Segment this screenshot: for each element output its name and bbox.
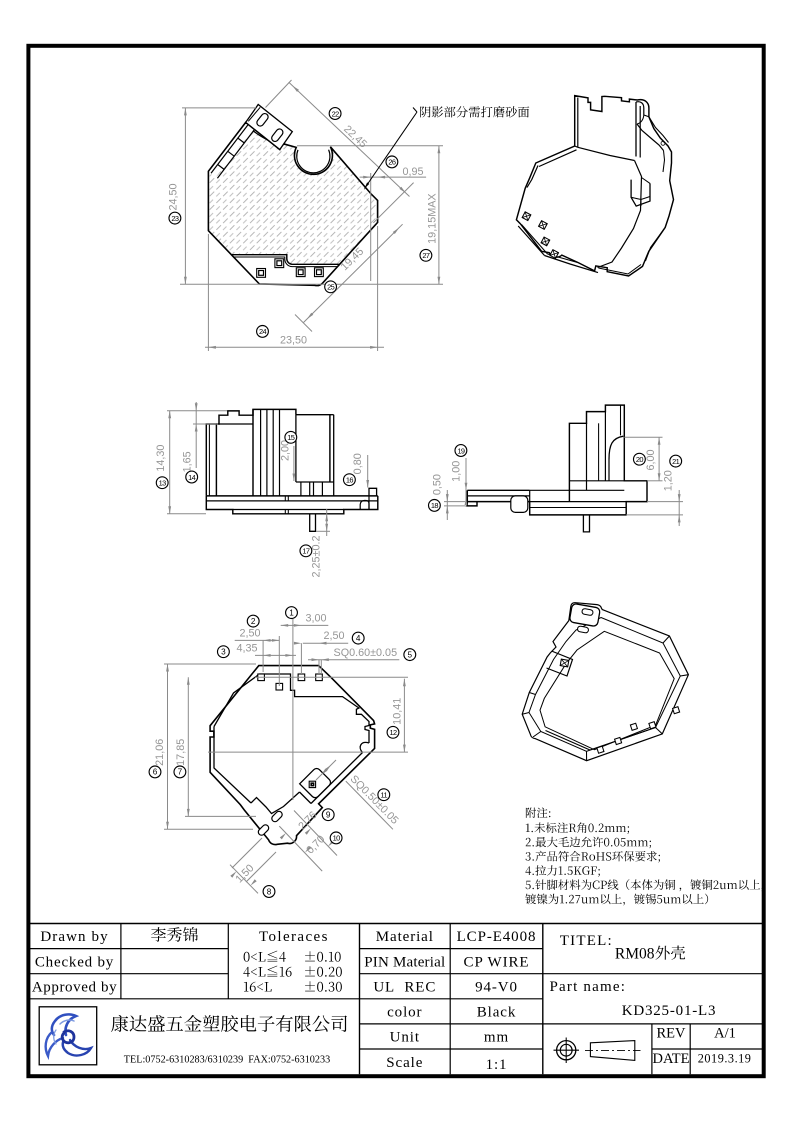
svg-text:Scale: Scale bbox=[386, 1055, 423, 1071]
svg-text:1,65: 1,65 bbox=[181, 451, 193, 472]
svg-text:LCP-E4008: LCP-E4008 bbox=[457, 929, 537, 945]
svg-text:21: 21 bbox=[672, 457, 680, 466]
svg-text:24,50: 24,50 bbox=[168, 183, 180, 210]
svg-text:23,50: 23,50 bbox=[280, 335, 307, 347]
svg-text:23: 23 bbox=[171, 214, 179, 223]
svg-text:2,25±0.2: 2,25±0.2 bbox=[311, 536, 323, 578]
svg-text:TEL:0752-6310283/6310239 FAX:: TEL:0752-6310283/6310239 FAX:0752-631023… bbox=[124, 1055, 330, 1066]
svg-text:2019.3.19: 2019.3.19 bbox=[698, 1051, 752, 1065]
svg-text:Part name:: Part name: bbox=[550, 979, 627, 995]
svg-text:2,50: 2,50 bbox=[239, 628, 260, 640]
svg-text:0,50: 0,50 bbox=[432, 474, 444, 495]
svg-text:16: 16 bbox=[346, 476, 354, 485]
svg-text:19,15MAX: 19,15MAX bbox=[426, 193, 438, 243]
svg-text:3: 3 bbox=[221, 648, 226, 657]
svg-text:1:1: 1:1 bbox=[486, 1057, 508, 1073]
svg-text:Unit: Unit bbox=[390, 1030, 420, 1046]
svg-text:PIN Material: PIN Material bbox=[364, 954, 445, 970]
svg-text:19: 19 bbox=[457, 446, 465, 455]
svg-text:Material: Material bbox=[376, 929, 434, 945]
svg-text:20: 20 bbox=[636, 455, 644, 464]
svg-text:TITEL:: TITEL: bbox=[560, 933, 613, 949]
svg-text:CP WIRE: CP WIRE bbox=[464, 954, 530, 970]
svg-text:21,06: 21,06 bbox=[154, 739, 166, 766]
svg-text:3,00: 3,00 bbox=[305, 613, 326, 625]
svg-text:REV: REV bbox=[657, 1025, 687, 1041]
svg-text:1,00: 1,00 bbox=[451, 461, 463, 482]
svg-text:6: 6 bbox=[153, 768, 158, 777]
svg-text:2: 2 bbox=[251, 617, 256, 626]
svg-text:10,41: 10,41 bbox=[392, 698, 404, 725]
svg-text:0,80: 0,80 bbox=[352, 453, 364, 474]
svg-text:17,85: 17,85 bbox=[175, 739, 187, 766]
svg-text:5: 5 bbox=[408, 650, 413, 659]
svg-text:0,95: 0,95 bbox=[402, 166, 423, 178]
svg-text:7: 7 bbox=[178, 768, 183, 777]
svg-text:14,30: 14,30 bbox=[155, 445, 167, 472]
svg-text:17: 17 bbox=[302, 547, 310, 556]
svg-text:15: 15 bbox=[287, 433, 295, 442]
svg-text:RM08: RM08 bbox=[615, 946, 655, 963]
svg-text:SQ0.60±0.05: SQ0.60±0.05 bbox=[334, 647, 398, 659]
svg-text:8: 8 bbox=[267, 887, 272, 896]
svg-text:12: 12 bbox=[389, 728, 397, 737]
svg-text:Toleraces: Toleraces bbox=[259, 929, 329, 945]
svg-text:4,35: 4,35 bbox=[236, 643, 257, 655]
svg-text:94-V0: 94-V0 bbox=[475, 980, 518, 996]
svg-text:2,00: 2,00 bbox=[280, 440, 292, 461]
svg-text:1,20: 1,20 bbox=[663, 470, 675, 491]
svg-text:Drawn by: Drawn by bbox=[40, 929, 108, 945]
svg-text:color: color bbox=[387, 1005, 422, 1021]
svg-text:Black: Black bbox=[477, 1005, 517, 1021]
svg-text:13: 13 bbox=[159, 479, 167, 488]
svg-text:6,00: 6,00 bbox=[645, 449, 657, 470]
svg-text:A/1: A/1 bbox=[714, 1025, 736, 1041]
svg-text:KD325-01-L3: KD325-01-L3 bbox=[622, 1003, 717, 1019]
svg-text:mm: mm bbox=[484, 1030, 509, 1046]
svg-text:Checked by: Checked by bbox=[35, 954, 114, 970]
svg-text:14: 14 bbox=[188, 473, 196, 482]
svg-text:18: 18 bbox=[431, 501, 439, 510]
svg-text:10: 10 bbox=[333, 834, 341, 843]
svg-text:Approved by: Approved by bbox=[32, 980, 117, 996]
svg-text:UL REC: UL REC bbox=[373, 980, 436, 996]
svg-text:26: 26 bbox=[388, 158, 396, 167]
svg-text:1: 1 bbox=[289, 608, 294, 617]
svg-text:4: 4 bbox=[356, 634, 361, 643]
svg-text:27: 27 bbox=[422, 251, 430, 260]
svg-text:2,50: 2,50 bbox=[323, 630, 344, 642]
svg-text:22: 22 bbox=[332, 109, 340, 118]
svg-text:11: 11 bbox=[381, 791, 388, 800]
svg-text:24: 24 bbox=[259, 327, 267, 336]
svg-text:9: 9 bbox=[326, 811, 331, 820]
svg-text:25: 25 bbox=[327, 283, 335, 292]
svg-text:DATE: DATE bbox=[652, 1051, 689, 1067]
